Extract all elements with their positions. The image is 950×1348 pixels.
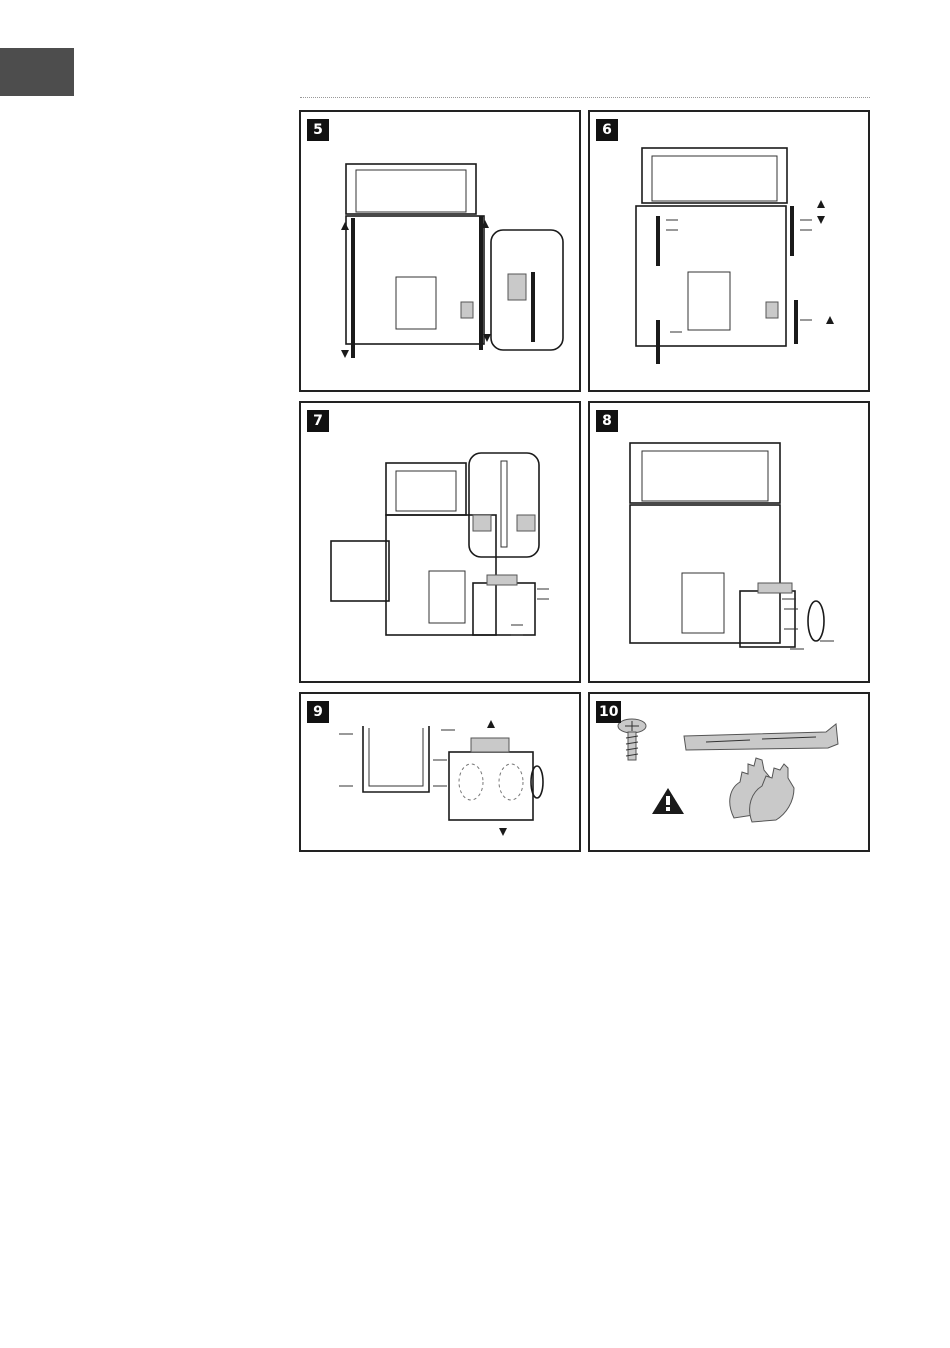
step-number: 7 (307, 410, 329, 432)
step-9-panel: 9 (299, 692, 581, 852)
step-9-illustration (301, 694, 579, 850)
step-7-panel: 7 (299, 401, 581, 683)
step-5-panel: 5 (299, 110, 581, 392)
warning-icon (652, 788, 684, 814)
language-tab (0, 48, 74, 96)
step-number: 8 (596, 410, 618, 432)
step-10-panel: 10 (588, 692, 870, 852)
step-6-illustration (590, 112, 868, 390)
step-number: 9 (307, 701, 329, 723)
gloves-icon (730, 758, 794, 822)
step-10-illustration (590, 694, 868, 850)
step-number: 5 (307, 119, 329, 141)
step-8-illustration (590, 403, 868, 681)
mounting-bracket-icon (684, 724, 838, 750)
step-6-panel: 6 (588, 110, 870, 392)
screw-icon (618, 719, 646, 760)
step-number: 10 (596, 701, 621, 723)
step-5-illustration (301, 112, 579, 390)
header-divider (300, 97, 870, 98)
step-7-illustration (301, 403, 579, 681)
step-number: 6 (596, 119, 618, 141)
step-8-panel: 8 (588, 401, 870, 683)
